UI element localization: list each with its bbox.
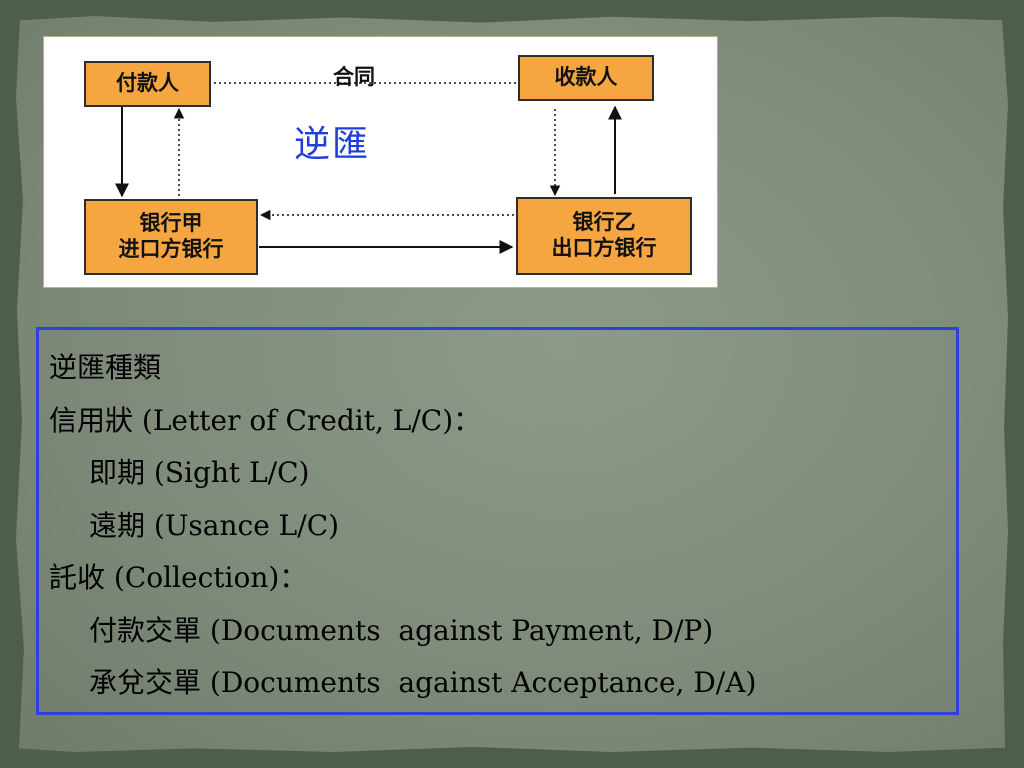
bank-b-name: 银行乙 bbox=[572, 210, 636, 235]
bank-b-role: 出口方银行 bbox=[551, 236, 657, 260]
payer-node: 付款人 bbox=[84, 61, 211, 107]
reverse-remittance-diagram: 付款人 合同 逆匯 收款人 银行甲 进口方银行 银行乙 出口方银行 bbox=[43, 36, 718, 288]
bank-a-node: 银行甲 进口方银行 bbox=[84, 199, 258, 275]
bank-a-name: 银行甲 bbox=[139, 211, 203, 236]
contract-label: 合同 bbox=[333, 65, 375, 89]
diagram-arrows bbox=[115, 82, 622, 254]
item-sight-lc: 即期 (Sight L/C) bbox=[89, 456, 310, 489]
item-letter-of-credit: 信用狀 (Letter of Credit, L/C)： bbox=[49, 403, 482, 437]
item-documents-against-payment: 付款交單 (Documents against Payment, D/P) bbox=[89, 613, 714, 647]
payee-node: 收款人 bbox=[518, 55, 654, 101]
diagram-title: 逆匯 bbox=[293, 124, 370, 165]
payer-label: 付款人 bbox=[116, 71, 179, 96]
bank-a-role: 进口方银行 bbox=[118, 237, 224, 261]
item-collection: 託收 (Collection)： bbox=[49, 561, 308, 594]
item-usance-lc: 遠期 (Usance L/C) bbox=[89, 508, 340, 542]
bank-b-node: 银行乙 出口方银行 bbox=[516, 197, 692, 275]
payee-label: 收款人 bbox=[554, 65, 618, 90]
heading-reverse-remittance-types: 逆匯種類 bbox=[49, 351, 162, 384]
remittance-types-textbox: 逆匯種類 信用狀 (Letter of Credit, L/C)： 即期 (Si… bbox=[36, 327, 959, 715]
item-documents-against-acceptance: 承兌交單 (Documents against Acceptance, D/A) bbox=[89, 666, 757, 699]
